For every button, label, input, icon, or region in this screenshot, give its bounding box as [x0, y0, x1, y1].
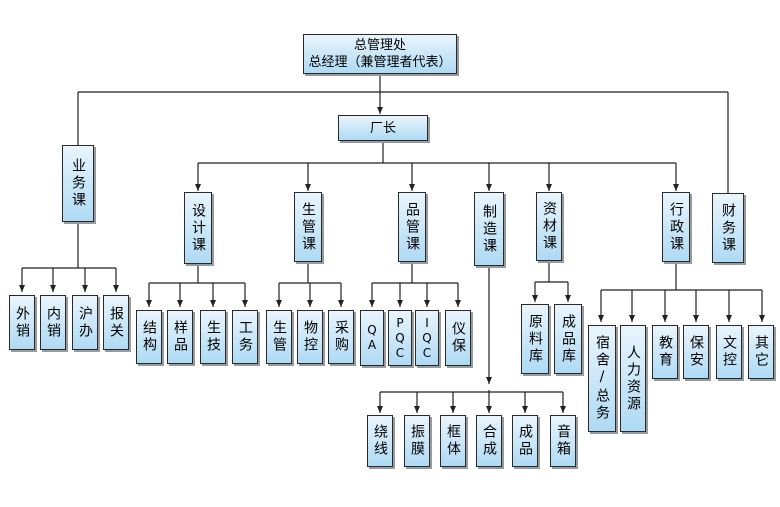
quality-item-iqc: IQC [415, 310, 439, 366]
quality-dept-box: 品管课 [398, 192, 426, 262]
finance-dept-box: 财务课 [712, 193, 744, 263]
admin-item-security: 保安 [683, 325, 709, 379]
materials-dept-box: 资材课 [536, 192, 562, 261]
admin-item-education: 教育 [652, 325, 678, 379]
design-item-engineering: 工务 [232, 310, 258, 364]
general-management-title: 总管理处 [353, 38, 406, 53]
materials-item-finished-warehouse: 成品库 [554, 304, 582, 374]
manufacturing-item-winding: 绕线 [367, 415, 393, 467]
admin-item-other: 其它 [748, 325, 774, 379]
sales-item-customs: 报关 [103, 295, 129, 350]
manufacturing-item-speaker-box: 音箱 [550, 415, 576, 467]
sales-dept-box: 业务课 [62, 145, 94, 222]
manufacturing-item-diaphragm: 振膜 [404, 415, 430, 467]
manufacturing-item-finished: 成品 [512, 415, 538, 467]
sales-item-domestic: 内销 [40, 295, 66, 350]
sales-item-shanghai-office: 沪办 [72, 295, 98, 350]
admin-item-human-resources: 人力资源 [620, 325, 646, 432]
admin-item-document-control: 文控 [716, 325, 742, 379]
sales-item-export: 外销 [9, 295, 35, 350]
production-item-planning: 生管 [266, 310, 292, 364]
design-item-sample: 样品 [167, 310, 193, 364]
manufacturing-dept-box: 制造课 [474, 192, 504, 266]
production-control-dept-box: 生管课 [294, 192, 322, 262]
production-item-purchasing: 采购 [328, 310, 354, 364]
admin-item-dormitory-general: 宿舍/总务 [588, 325, 616, 432]
design-dept-box: 设计课 [184, 192, 212, 264]
design-item-tech: 生技 [200, 310, 226, 364]
factory-manager-box: 厂长 [338, 115, 428, 141]
general-management-box: 总管理处 总经理（兼管理者代表） [303, 34, 457, 74]
general-manager-subtitle: 总经理（兼管理者代表） [308, 55, 452, 70]
manufacturing-item-assembly: 合成 [476, 415, 502, 467]
quality-item-pqc: PQC [388, 310, 412, 366]
quality-item-qa: QA [360, 310, 384, 366]
quality-item-instrument: 仪保 [445, 310, 471, 366]
design-item-structure: 结构 [136, 310, 162, 364]
manufacturing-item-frame: 框体 [440, 415, 466, 467]
materials-item-raw-warehouse: 原料库 [521, 304, 549, 374]
production-item-material-control: 物控 [297, 310, 323, 364]
admin-dept-box: 行政课 [662, 192, 690, 262]
